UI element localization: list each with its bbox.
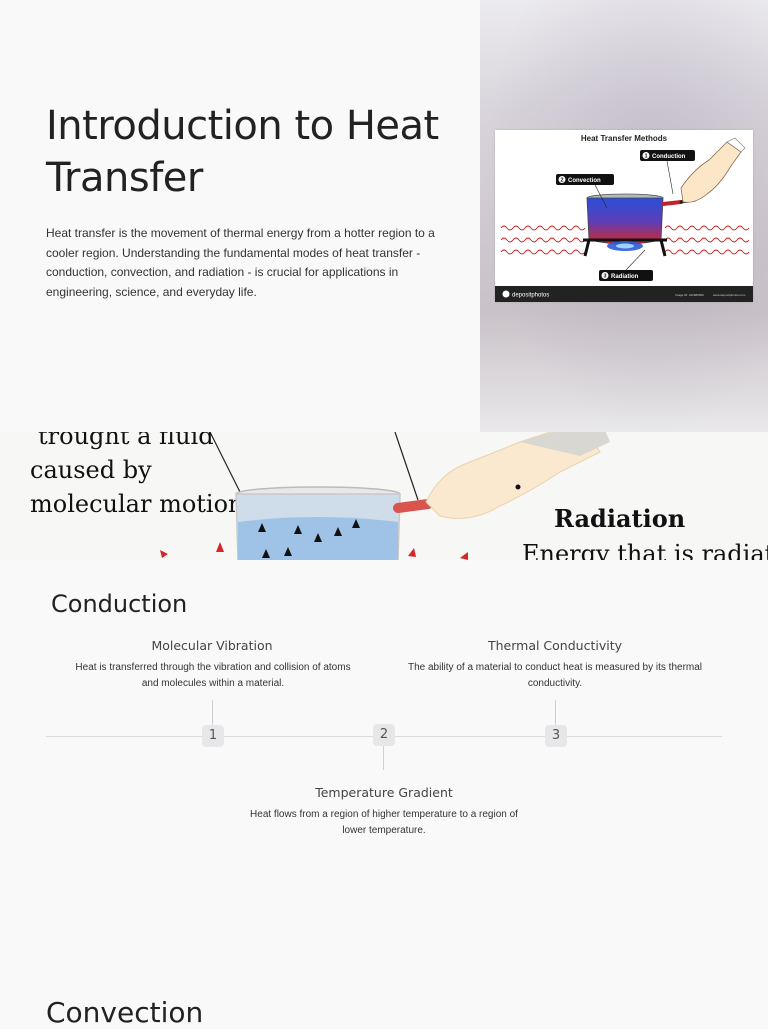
hero-section: Introduction to Heat Transfer Heat trans… — [0, 0, 768, 432]
hand-illustration — [680, 137, 746, 203]
label-number-1: 1 — [644, 154, 647, 160]
banner-left-line-3: molecular motion — [30, 490, 244, 518]
pot-illustration — [583, 193, 697, 257]
timeline-heading-2: Temperature Gradient — [315, 785, 453, 800]
stock-footer — [495, 286, 753, 302]
timeline-text-3: The ability of a material to conduct hea… — [407, 662, 703, 689]
label-radiation: Radiation — [611, 274, 639, 280]
banner-illustration: trought a fluid caused by molecular moti… — [0, 432, 768, 560]
timeline-node-2: 2 — [373, 724, 395, 746]
timeline-heading-3: Thermal Conductivity — [487, 638, 623, 653]
stock-brand: depositphotos — [512, 293, 549, 299]
timeline-stem-1 — [212, 700, 213, 726]
timeline-text-2: Heat flows from a region of higher tempe… — [250, 809, 518, 836]
timeline-heading-1: Molecular Vibration — [151, 638, 273, 653]
timeline-text-1: Heat is transferred through the vibratio… — [75, 662, 351, 689]
radiation-waves — [500, 225, 750, 255]
label-convection: Convection — [568, 178, 601, 184]
conduction-title: Conduction — [51, 590, 188, 618]
banner-left-line-2: caused by — [30, 456, 152, 484]
label-number-3: 3 — [603, 274, 606, 280]
page-title: Introduction to Heat Transfer — [46, 103, 439, 201]
heat-transfer-diagram: Heat Transfer Methods — [495, 130, 753, 302]
banner-hand — [425, 432, 610, 519]
intro-paragraph: Heat transfer is the movement of thermal… — [46, 226, 435, 299]
banner-left-line-1: trought a fluid — [38, 432, 214, 450]
timeline-stem-3 — [555, 700, 556, 726]
stock-image-id: Image ID: 222980826 — [675, 293, 704, 297]
convection-title: Convection — [46, 996, 204, 1029]
timeline-stem-2 — [383, 746, 384, 770]
banner-radiation-line: Energy that is radiated — [522, 540, 768, 560]
label-conduction: Conduction — [652, 154, 686, 160]
banner-pot — [235, 486, 433, 560]
stock-site: www.depositphotos.com — [713, 293, 746, 297]
timeline-node-3: 3 — [545, 725, 567, 747]
label-number-2: 2 — [560, 178, 563, 184]
timeline-node-1: 1 — [202, 725, 224, 747]
banner-radiation-title: Radiation — [554, 504, 685, 533]
diagram-title: Heat Transfer Methods — [581, 134, 668, 143]
